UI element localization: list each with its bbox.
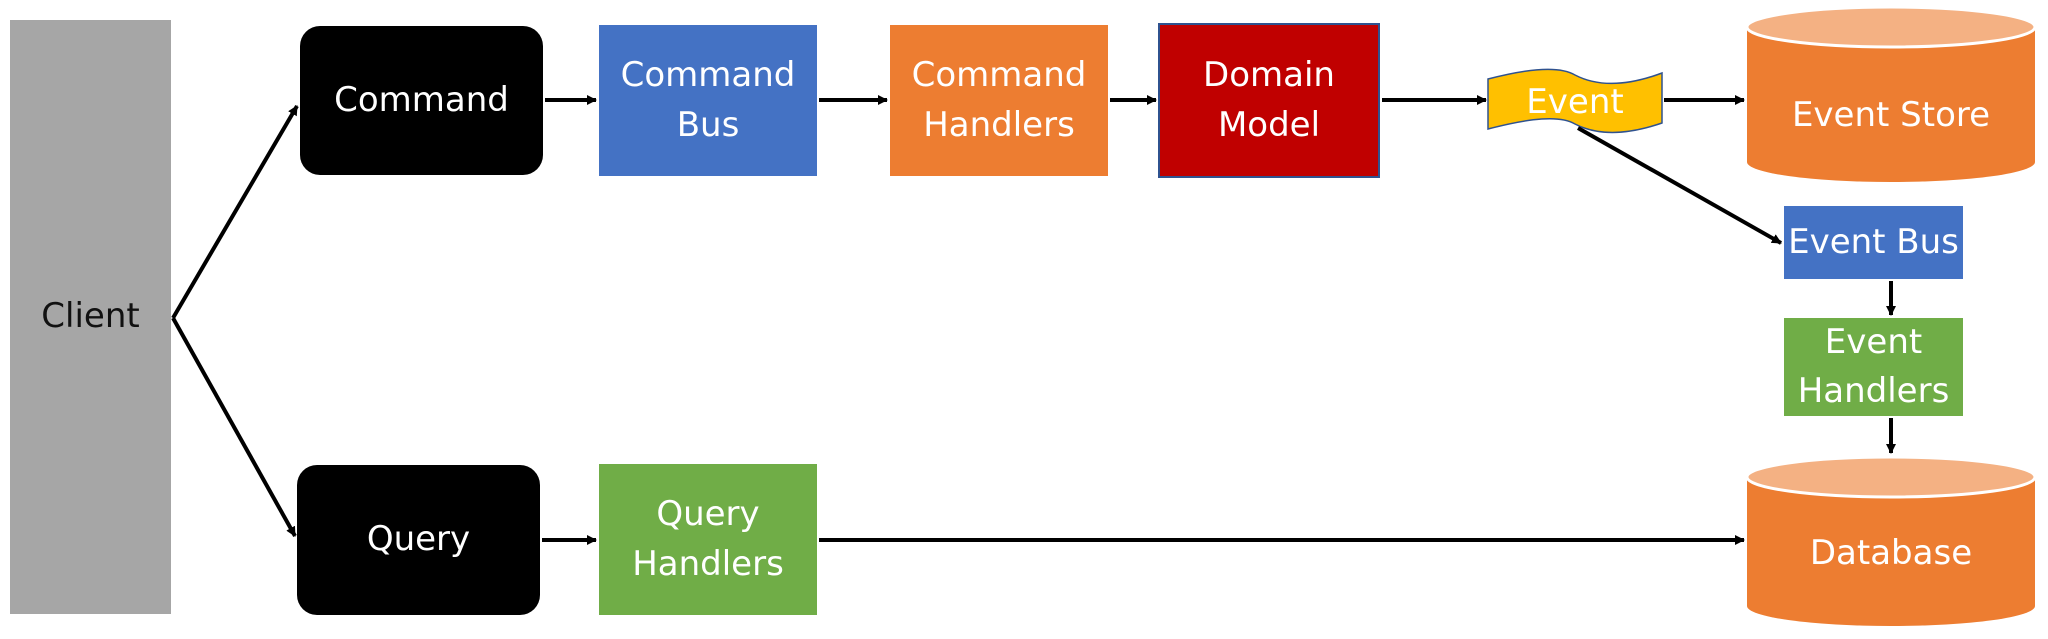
domain-model-box: Domain Model [1158,23,1380,178]
command-box: Command [300,26,543,175]
arrow-client-to-command [171,104,299,320]
arrow-event-to-eventbus [1577,126,1782,245]
database-label: Database [1809,533,1973,573]
event-store-label: Event Store [1791,95,1991,135]
event-bus-box: Event Bus [1784,206,1963,279]
command-handlers-box: Command Handlers [890,25,1108,176]
event-flag-shape [1487,68,1663,134]
event-store-cylinder [1745,5,2037,182]
event-handlers-box: Event Handlers [1784,318,1963,416]
database-cylinder [1745,455,2037,626]
client-box: Client [10,20,171,614]
query-handlers-box: Query Handlers [599,464,817,615]
query-box: Query [297,465,540,615]
command-bus-box: Command Bus [599,25,817,176]
event-label: Event [1526,82,1624,122]
arrow-client-to-query [171,317,297,537]
